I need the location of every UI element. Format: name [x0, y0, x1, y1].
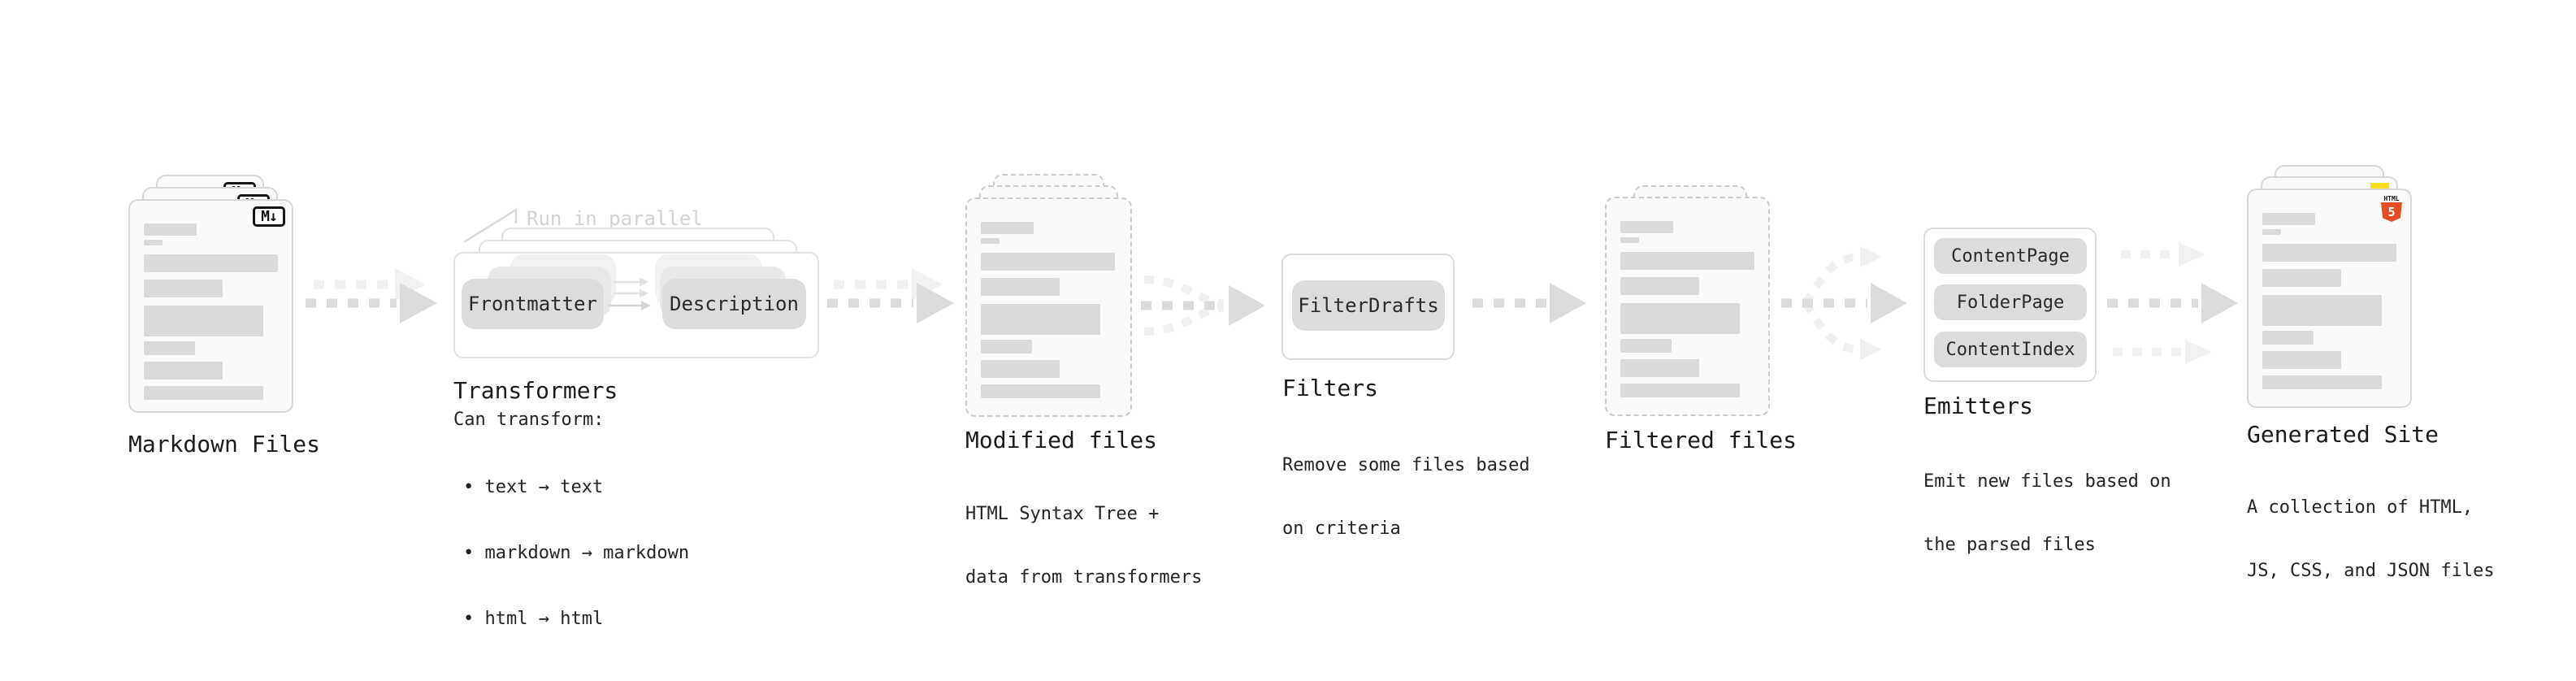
document-skeleton — [2249, 190, 2410, 389]
document-skeleton — [130, 201, 292, 400]
stage-title-modified-files: Modified files — [965, 427, 1158, 453]
arrow-transformers-to-modified — [827, 268, 954, 323]
stage-title-generated-site: Generated Site — [2247, 421, 2439, 448]
filters-description: Remove some files based on criteria — [1282, 413, 1530, 582]
stage-title-transformers: Transformers — [453, 377, 618, 404]
js-icon — [2370, 183, 2389, 192]
skeleton-bar — [1620, 252, 1754, 270]
skeleton-bar — [1620, 359, 1699, 377]
list-item: • markdown → markdown — [463, 543, 690, 563]
skeleton-bar — [981, 253, 1115, 271]
description-line: JS, CSS, and JSON files — [2247, 561, 2495, 581]
skeleton-bar — [144, 223, 197, 236]
arrow-modified-to-filters — [1141, 275, 1265, 336]
markdown-card-front: M↓ — [128, 199, 293, 413]
skeleton-bar — [2262, 244, 2396, 262]
skeleton-bar — [144, 306, 263, 336]
skeleton-bar — [1620, 221, 1673, 233]
arrow-filters-to-filtered — [1472, 283, 1586, 323]
skeleton-bar — [1620, 339, 1672, 353]
generated-site-description: A collection of HTML, JS, CSS, and JSON … — [2247, 455, 2495, 624]
stage-title-emitters: Emitters — [1923, 393, 2033, 419]
filtered-card-front — [1605, 197, 1770, 416]
parallel-mini-arrows — [608, 277, 651, 310]
contentindex-button[interactable]: ContentIndex — [1934, 332, 2087, 367]
emitters-description: Emit new files based on the parsed files — [1923, 429, 2171, 598]
description-line: the parsed files — [1923, 535, 2096, 555]
description-line: on criteria — [1282, 518, 1401, 539]
skeleton-bar — [2262, 295, 2382, 326]
skeleton-bar — [144, 254, 278, 272]
run-in-parallel-label: Run in parallel — [527, 207, 703, 230]
skeleton-bar — [2262, 269, 2341, 287]
transformers-capability-list: • text → text • markdown → markdown • ht… — [463, 432, 689, 674]
arrow-emitters-to-generated — [2107, 242, 2238, 364]
skeleton-bar — [981, 222, 1034, 234]
skeleton-bar — [2262, 375, 2382, 389]
generated-card-html: HTML 5 — [2247, 189, 2412, 408]
stage-title-filters: Filters — [1282, 375, 1379, 401]
document-skeleton — [967, 199, 1130, 398]
modified-files-description: HTML Syntax Tree + data from transformer… — [965, 462, 1202, 631]
description-line: A collection of HTML, — [2247, 497, 2474, 518]
contentpage-button[interactable]: ContentPage — [1934, 238, 2087, 274]
list-item: • text → text — [463, 477, 604, 497]
skeleton-bar — [1620, 303, 1740, 334]
skeleton-bar — [144, 341, 195, 355]
skeleton-bar — [981, 360, 1060, 378]
folderpage-button[interactable]: FolderPage — [1934, 284, 2087, 320]
description-line: Remove some files based — [1282, 455, 1530, 475]
html5-icon-shield: 5 — [2381, 202, 2402, 222]
description-line: Emit new files based on — [1923, 471, 2171, 492]
document-skeleton — [1607, 198, 1768, 397]
skeleton-bar — [2262, 331, 2314, 345]
description-line: data from transformers — [965, 567, 1203, 588]
transformers-description-heading: Can transform: — [453, 410, 605, 430]
skeleton-bar — [1620, 384, 1740, 397]
skeleton-bar — [2262, 213, 2315, 225]
skeleton-bar — [1620, 277, 1699, 295]
skeleton-bar — [144, 386, 263, 400]
run-in-parallel-leader-line — [463, 207, 518, 244]
html5-icon: HTML 5 — [2380, 195, 2403, 222]
skeleton-bar — [2262, 229, 2281, 235]
skeleton-bar — [144, 240, 163, 245]
list-item: • html → html — [463, 609, 604, 629]
arrow-filtered-to-emitters — [1781, 246, 1907, 360]
skeleton-bar — [981, 238, 1000, 244]
skeleton-bar — [1620, 237, 1639, 243]
skeleton-bar — [144, 362, 223, 380]
description-line: HTML Syntax Tree + — [965, 504, 1160, 524]
arrow-markdown-to-transformers — [306, 268, 437, 323]
skeleton-bar — [981, 304, 1100, 335]
skeleton-bar — [2262, 351, 2341, 369]
skeleton-bar — [981, 384, 1100, 398]
modified-card-front — [965, 197, 1132, 417]
description-button[interactable]: Description — [662, 279, 806, 329]
skeleton-bar — [981, 278, 1060, 296]
skeleton-bar — [144, 280, 223, 297]
filterdrafts-button[interactable]: FilterDrafts — [1292, 280, 1445, 331]
markdown-icon: M↓ — [253, 206, 285, 227]
stage-title-filtered-files: Filtered files — [1605, 427, 1798, 453]
html5-icon-label: HTML — [2383, 195, 2400, 202]
stage-title-markdown-files: Markdown Files — [128, 431, 321, 458]
frontmatter-button[interactable]: Frontmatter — [462, 279, 604, 329]
skeleton-bar — [981, 340, 1032, 354]
